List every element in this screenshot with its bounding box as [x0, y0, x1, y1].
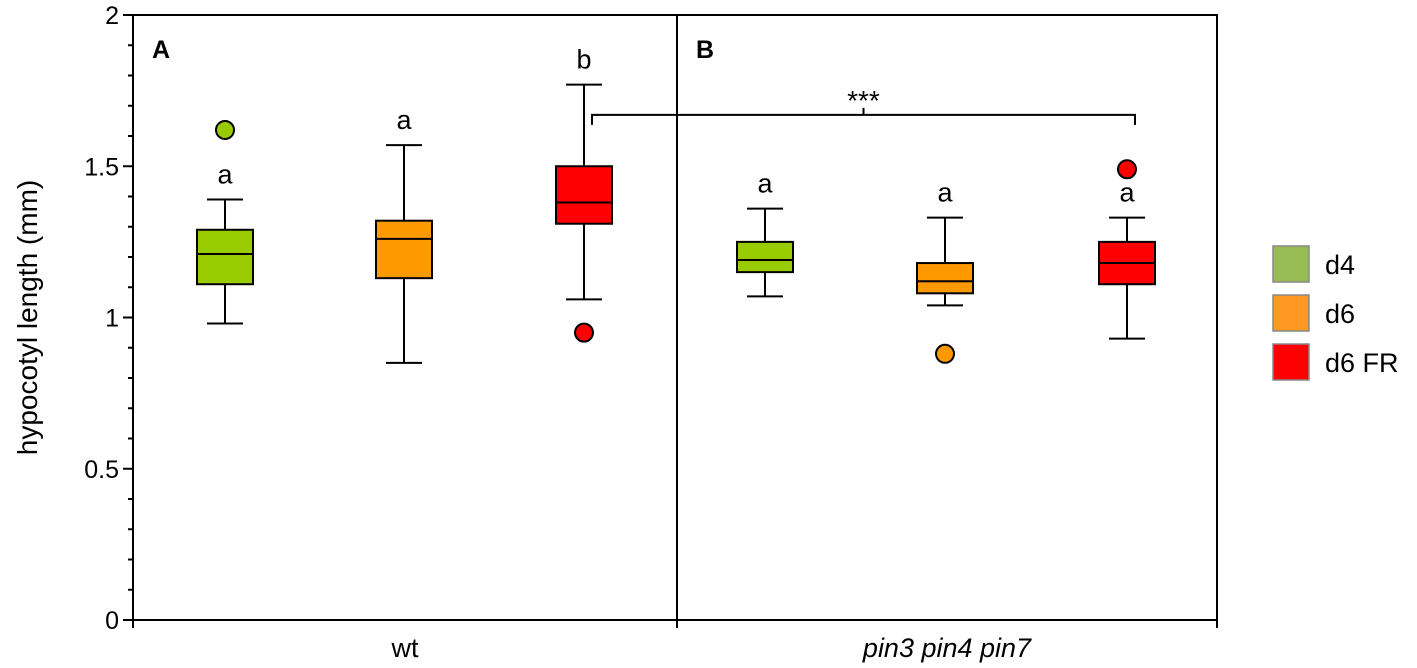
outlier-point	[574, 322, 594, 343]
x-group-label: wt	[391, 633, 419, 663]
letter-label: a	[757, 169, 773, 199]
x-group-label: pin3 pin4 pin7	[862, 633, 1032, 663]
box-iqr	[375, 219, 433, 280]
legend: d4 d6 d6 FR	[1272, 245, 1399, 381]
y-tick-label: 1	[105, 305, 119, 333]
outlier-point	[215, 119, 235, 140]
legend-swatch	[1272, 343, 1310, 381]
y-tick-label: 0	[105, 607, 119, 635]
y-tick-label: 1.5	[84, 153, 119, 181]
y-tick-label: 2	[105, 2, 119, 30]
box-iqr	[736, 240, 794, 274]
legend-label: d4	[1325, 250, 1355, 280]
panel-label-b: B	[696, 36, 714, 64]
legend-swatch	[1272, 245, 1310, 283]
boxes	[196, 83, 1156, 364]
plot-frame	[132, 14, 1218, 621]
y-tick-label: 0.5	[84, 456, 119, 484]
legend-label: d6	[1325, 299, 1355, 329]
panel-label-a: A	[152, 36, 170, 64]
legend-label: d6 FR	[1325, 348, 1399, 378]
box-iqr	[196, 228, 254, 286]
letter-label: b	[576, 45, 591, 75]
box-iqr	[555, 165, 613, 225]
box-3	[736, 207, 794, 298]
letter-label: a	[1119, 178, 1135, 208]
axes: 0 0.5 1 1.5 2 hypocotyl length (mm) wt pin3 pin…	[12, 2, 1218, 663]
y-axis-label: hypocotyl length (mm)	[12, 180, 43, 455]
letter-label: a	[396, 105, 412, 135]
letter-label: a	[217, 160, 233, 190]
significance-label: ***	[847, 85, 880, 116]
box-4	[916, 216, 974, 364]
significance-bracket	[591, 113, 1136, 125]
legend-swatch	[1272, 294, 1310, 332]
outlier-point	[935, 343, 955, 364]
box-1	[375, 144, 433, 364]
box-iqr	[916, 262, 974, 295]
box-0	[196, 119, 254, 325]
outlier-point	[1117, 159, 1137, 180]
box-5	[1098, 159, 1156, 340]
box-2	[555, 83, 613, 343]
letter-label: a	[937, 178, 953, 208]
annotations: A Ba a b a a a ***	[152, 36, 1136, 208]
